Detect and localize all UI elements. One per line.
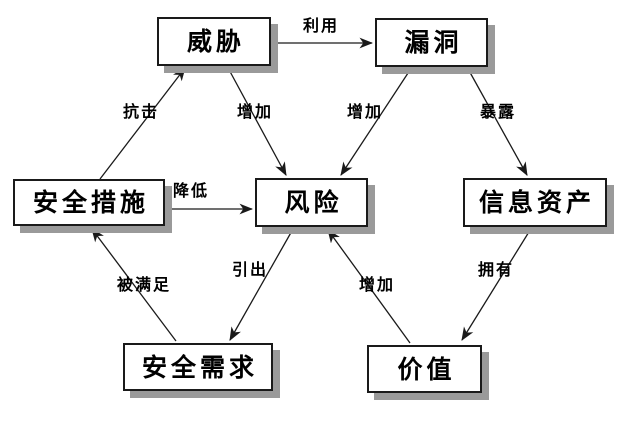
edge-label-resist: 抗击 (122, 102, 160, 121)
node-label-risk: 风险 (284, 188, 343, 217)
edge-label-derive: 引出 (231, 260, 269, 279)
edge-increase-threat-risk (226, 65, 287, 176)
node-label-threat: 威胁 (186, 27, 245, 56)
edge-label-exploit: 利用 (302, 16, 340, 35)
edge-derive (229, 228, 294, 341)
node-label-information-asset: 信息资产 (478, 188, 595, 217)
edge-increase-vuln-risk (340, 66, 413, 176)
node-threat: 威胁 (157, 17, 271, 66)
node-value: 价值 (367, 345, 482, 393)
edge-possess (461, 226, 533, 341)
node-label-value: 价值 (397, 354, 456, 384)
edge-label-be-satisfied: 被满足 (116, 275, 172, 294)
node-security-measure: 安全措施 (13, 179, 165, 226)
node-information-asset: 信息资产 (463, 178, 607, 227)
edge-label-increase-value-risk: 增加 (358, 275, 396, 294)
edge-label-reduce: 降低 (172, 181, 210, 200)
edge-expose (466, 66, 528, 176)
edge-resist (99, 67, 186, 180)
node-label-security-measure: 安全措施 (32, 188, 149, 217)
edge-increase-value-risk (327, 229, 411, 344)
edge-lines (91, 37, 533, 344)
edge-label-possess: 拥有 (477, 260, 515, 279)
node-vulnerability: 漏洞 (375, 18, 488, 67)
edge-be-satisfied (91, 228, 177, 342)
node-risk: 风险 (255, 178, 368, 227)
node-label-security-requirement: 安全需求 (141, 352, 258, 382)
edge-label-expose: 暴露 (479, 102, 517, 121)
node-security-requirement: 安全需求 (123, 343, 273, 391)
node-label-vulnerability: 漏洞 (404, 28, 463, 57)
edge-label-increase-vuln-risk: 增加 (346, 102, 384, 121)
edge-label-increase-threat-risk: 增加 (236, 102, 274, 121)
